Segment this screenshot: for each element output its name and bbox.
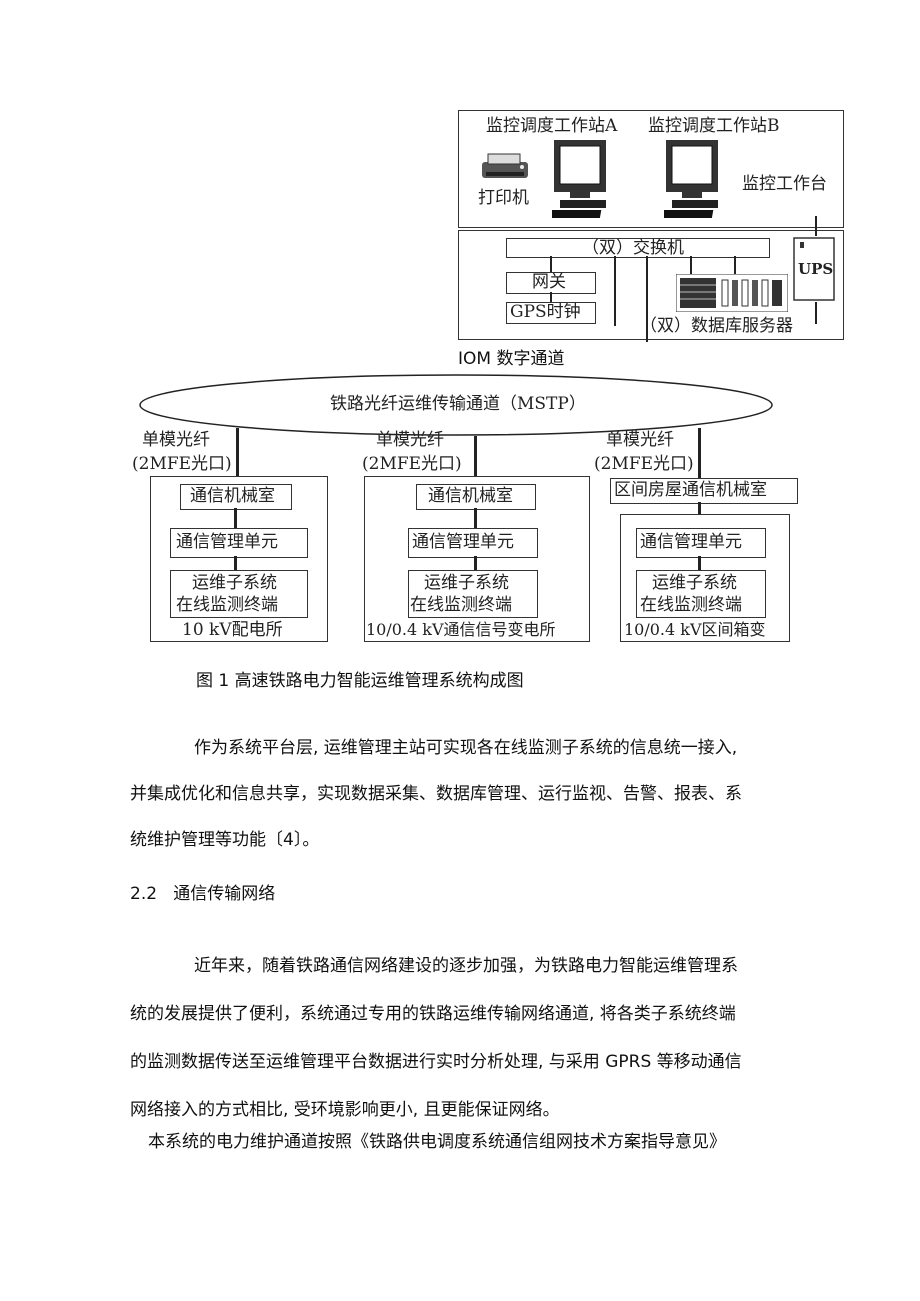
paragraph-1-line-3: 统维护管理等功能〔4〕。 xyxy=(130,830,320,850)
comm-unit-label: 通信管理单元 xyxy=(176,532,278,552)
comm-room-box xyxy=(610,478,798,504)
paragraph-1-line-1: 作为系统平台层, 运维管理主站可实现各在线监测子系统的信息统一接入, xyxy=(194,738,738,758)
fiber-label: 单模光纤 xyxy=(142,430,210,450)
db-server-label: （双）数据库服务器 xyxy=(640,316,793,336)
printer-label: 打印机 xyxy=(478,188,529,208)
paragraph-2-line-2: 统的发展提供了便利，系统通过专用的铁路运维传输网络通道, 将各类子系统终端 xyxy=(130,1004,736,1024)
port-label: (2MFE光口) xyxy=(594,454,694,474)
comm-room-label: 区间房屋通信机械室 xyxy=(614,480,767,500)
workstation-a-label: 监控调度工作站A xyxy=(486,116,618,136)
comm-unit-box xyxy=(170,528,308,558)
fiber-label: 单模光纤 xyxy=(606,430,674,450)
gps-clock-label: GPS时钟 xyxy=(510,302,581,322)
paragraph-2-line-3: 的监测数据传送至运维管理平台数据进行实时分析处理, 与采用 GPRS 等移动通信 xyxy=(130,1052,742,1072)
computer-icon xyxy=(664,140,718,218)
printer-icon xyxy=(482,153,528,178)
port-label: (2MFE光口) xyxy=(362,454,462,474)
switch-label: （双）交换机 xyxy=(582,238,684,258)
comm-unit-box xyxy=(636,528,766,558)
terminal-line2: 在线监测终端 xyxy=(410,595,512,615)
comm-unit-label: 通信管理单元 xyxy=(640,532,742,552)
computer-icon xyxy=(552,140,606,218)
mstp-ring xyxy=(139,374,773,436)
comm-room-label: 通信机械室 xyxy=(428,486,513,506)
mstp-label: 铁路光纤运维传输通道（MSTP） xyxy=(330,394,586,414)
paragraph-2-line-4: 网络接入的方式相比, 受环境影响更小, 且更能保证网络。 xyxy=(130,1100,560,1120)
terminal-line2: 在线监测终端 xyxy=(640,595,742,615)
station-label: 10 kV配电所 xyxy=(182,620,283,640)
ups-icon xyxy=(793,237,835,301)
terminal-line1: 运维子系统 xyxy=(652,573,737,593)
figure-caption: 图 1 高速铁路电力智能运维管理系统构成图 xyxy=(196,671,524,691)
monitor-terminal-box xyxy=(170,570,308,618)
comm-unit-box xyxy=(408,528,538,558)
port-label: (2MFE光口) xyxy=(132,454,232,474)
terminal-line1: 运维子系统 xyxy=(192,573,277,593)
workstation-b-label: 监控调度工作站B xyxy=(648,116,780,136)
iom-label: IOM 数字通道 xyxy=(458,349,565,369)
console-label: 监控工作台 xyxy=(742,174,827,194)
monitor-terminal-box xyxy=(408,570,538,618)
gps-clock-box xyxy=(506,302,596,324)
comm-room-label: 通信机械室 xyxy=(190,486,275,506)
paragraph-2-line-1: 近年来，随着铁路通信网络建设的逐步加强，为铁路电力智能运维管理系 xyxy=(194,956,738,976)
terminal-line1: 运维子系统 xyxy=(424,573,509,593)
station-label: 10/0.4 kV区间箱变 xyxy=(624,620,766,639)
paragraph-3: 本系统的电力维护通道按照《铁路供电调度系统通信组网技术方案指导意见》 xyxy=(148,1132,726,1152)
fiber-label: 单模光纤 xyxy=(376,430,444,450)
server-rack-icon xyxy=(676,274,788,312)
comm-unit-label: 通信管理单元 xyxy=(412,532,514,552)
gateway-label: 网关 xyxy=(532,272,566,292)
paragraph-1-line-2: 并集成优化和信息共享，实现数据采集、数据库管理、运行监视、告警、报表、系 xyxy=(130,784,742,804)
station-label: 10/0.4 kV通信信号变电所 xyxy=(366,620,556,639)
terminal-line2: 在线监测终端 xyxy=(176,595,278,615)
ups-label: UPS xyxy=(798,260,834,278)
section-heading: 2.2 通信传输网络 xyxy=(130,884,276,904)
monitor-terminal-box xyxy=(636,570,766,618)
